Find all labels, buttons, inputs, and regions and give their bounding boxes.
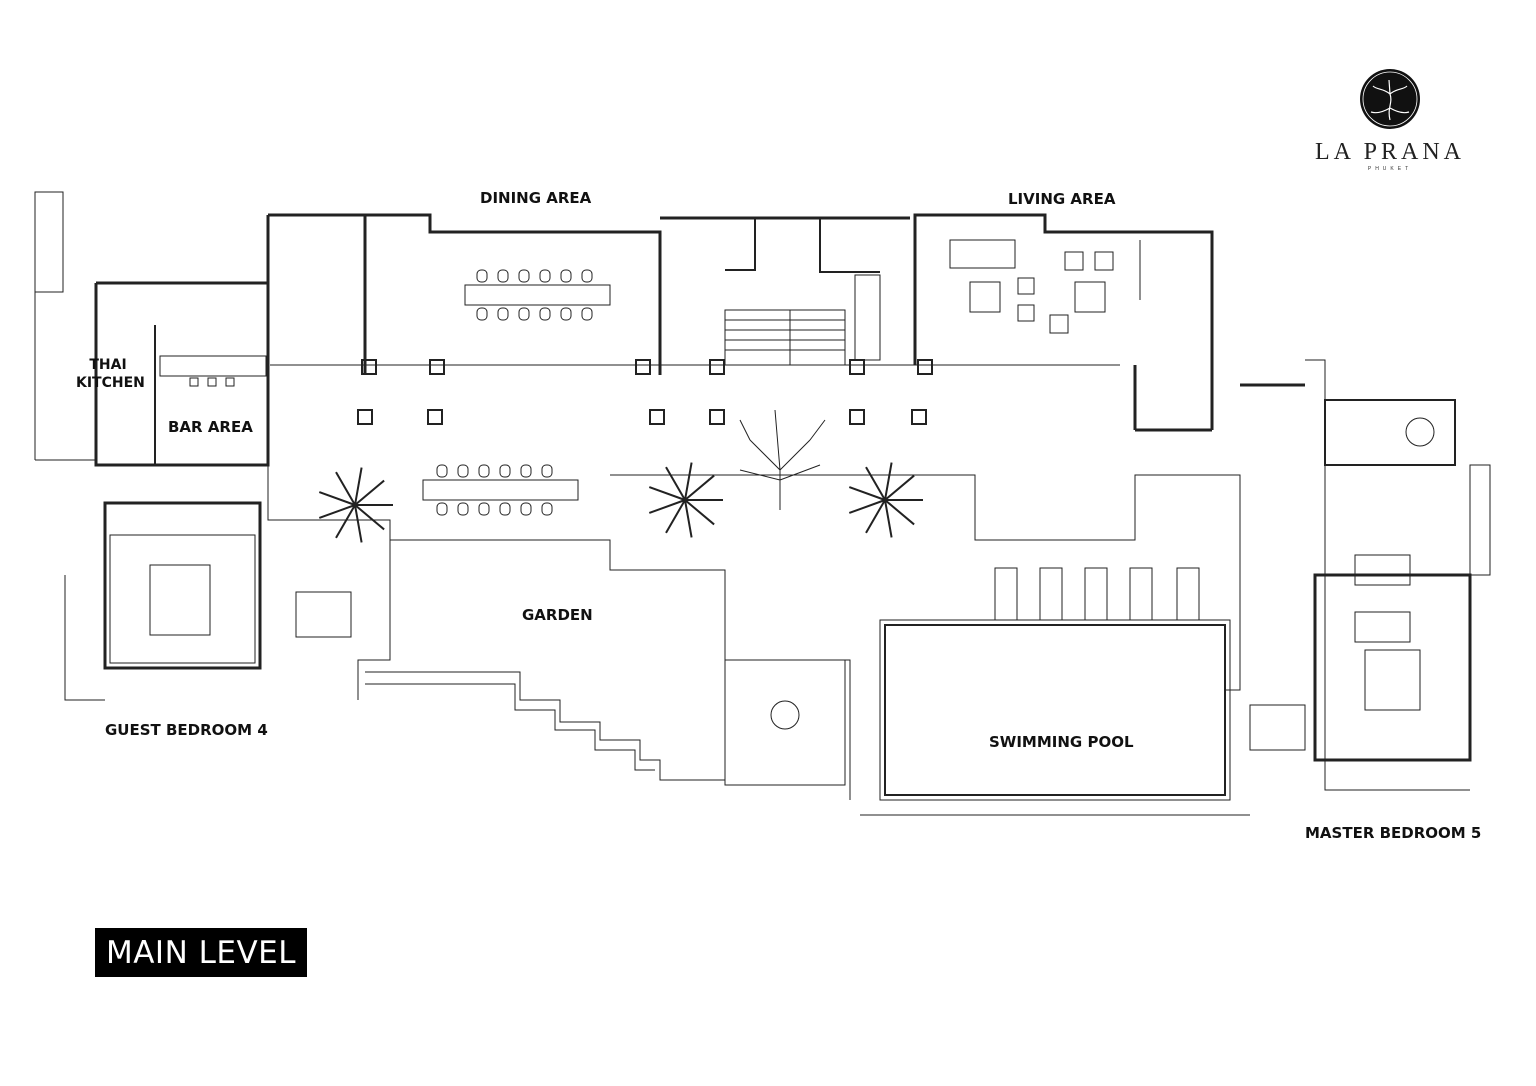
label-swimming-pool: SWIMMING POOL xyxy=(989,733,1134,751)
palm-tree-icon xyxy=(318,467,393,543)
palm-frond xyxy=(865,499,886,534)
palm-frond xyxy=(884,474,915,501)
palm-frond xyxy=(648,486,686,501)
chair xyxy=(476,269,488,283)
palm-frond xyxy=(848,499,886,514)
chair xyxy=(581,269,593,283)
terrace-outline xyxy=(267,465,1241,800)
chair xyxy=(457,502,469,516)
sun-lounger xyxy=(994,567,1018,621)
palm-frond xyxy=(354,467,363,506)
chair xyxy=(539,307,551,321)
chair xyxy=(497,269,509,283)
master-bedroom-walls xyxy=(1240,359,1491,791)
label-thai-kitchen: THAI KITCHEN xyxy=(76,356,145,392)
label-thai-kitchen-line2: KITCHEN xyxy=(76,375,145,391)
palm-frond xyxy=(354,504,363,543)
label-bar-area: BAR AREA xyxy=(168,418,253,436)
palm-frond xyxy=(648,499,686,514)
stair-core xyxy=(660,216,910,366)
living-furniture xyxy=(949,239,1141,334)
chair xyxy=(560,269,572,283)
label-dining-area: DINING AREA xyxy=(480,189,592,207)
chair xyxy=(560,307,572,321)
chair xyxy=(581,307,593,321)
palm-tree-icon xyxy=(648,462,723,538)
label-master-bedroom-5: MASTER BEDROOM 5 xyxy=(1305,824,1482,842)
tree-icon xyxy=(739,409,826,510)
bar-stools xyxy=(189,377,235,387)
label-thai-kitchen-line1: THAI xyxy=(89,357,127,373)
chair xyxy=(436,502,448,516)
chair xyxy=(518,269,530,283)
sun-lounger xyxy=(1176,567,1200,621)
chair xyxy=(457,464,469,478)
chair xyxy=(541,502,553,516)
dining-table-outdoor xyxy=(422,464,579,516)
chair xyxy=(499,464,511,478)
kitchen-bar-walls xyxy=(94,213,365,467)
chair xyxy=(478,464,490,478)
chair xyxy=(520,464,532,478)
palm-frond xyxy=(884,499,915,526)
palm-frond xyxy=(884,499,893,538)
label-guest-bedroom-4: GUEST BEDROOM 4 xyxy=(105,721,268,739)
palm-tree-icon xyxy=(848,462,923,538)
palm-frond xyxy=(684,499,693,538)
swimming-pool xyxy=(860,619,1250,816)
palm-frond xyxy=(848,486,886,501)
palm-frond xyxy=(354,504,385,531)
palm-frond xyxy=(665,499,686,534)
palm-frond xyxy=(335,504,356,539)
chair xyxy=(539,269,551,283)
palm-frond xyxy=(318,504,356,519)
brand-name: LA PRANA xyxy=(1314,139,1466,165)
pool-loungers xyxy=(994,567,1200,621)
palm-frond xyxy=(354,479,385,506)
dining-walls xyxy=(270,213,1120,375)
level-title: MAIN LEVEL xyxy=(95,928,307,977)
sun-lounger xyxy=(1084,567,1108,621)
palm-frond xyxy=(665,466,686,501)
label-living-area: LIVING AREA xyxy=(1008,190,1116,208)
chair xyxy=(497,307,509,321)
chair xyxy=(541,464,553,478)
living-walls xyxy=(913,213,1214,432)
sun-lounger xyxy=(1129,567,1153,621)
chair xyxy=(478,502,490,516)
chair xyxy=(476,307,488,321)
palm-frond xyxy=(335,471,356,506)
palm-frond xyxy=(318,491,356,506)
columns xyxy=(357,359,933,425)
chair xyxy=(436,464,448,478)
sun-lounger xyxy=(1039,567,1063,621)
brand-logo: LA PRANA PHUKET xyxy=(1300,68,1480,172)
chair xyxy=(520,502,532,516)
palm-frond xyxy=(865,466,886,501)
chair xyxy=(499,502,511,516)
tree-logo-icon xyxy=(1360,69,1420,129)
left-stair xyxy=(34,191,96,461)
chair xyxy=(518,307,530,321)
brand-subtitle: PHUKET xyxy=(1367,166,1413,172)
palm-frond xyxy=(884,462,893,501)
palm-frond xyxy=(684,474,715,501)
palm-frond xyxy=(684,462,693,501)
palm-frond xyxy=(684,499,715,526)
dining-table-indoor xyxy=(464,269,611,321)
guest-bedroom-walls xyxy=(64,501,352,701)
label-garden: GARDEN xyxy=(522,606,593,624)
